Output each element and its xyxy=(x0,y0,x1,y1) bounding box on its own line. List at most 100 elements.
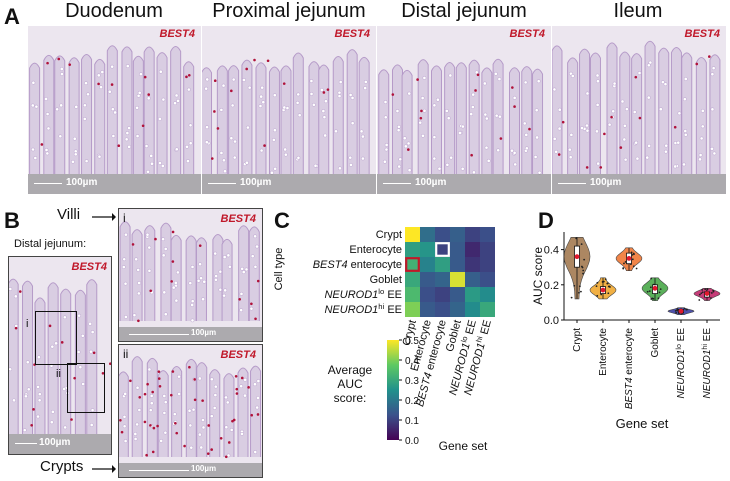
best4-positive-cell xyxy=(245,67,248,71)
colorbar-tick-label: 0.5 xyxy=(405,336,419,347)
goblet-cell xyxy=(361,156,365,161)
villus xyxy=(481,67,493,174)
data-point xyxy=(570,296,573,299)
median-marker xyxy=(626,256,632,261)
heatmap-cell xyxy=(435,302,450,317)
heatmap-cell xyxy=(420,272,435,287)
villus xyxy=(121,46,133,174)
heatmap-cell xyxy=(465,272,480,287)
goblet-cell xyxy=(309,91,314,96)
goblet-cell xyxy=(219,151,224,155)
goblet-cell xyxy=(188,141,193,146)
data-point xyxy=(698,293,701,296)
goblet-cell xyxy=(557,126,562,131)
x-tick-label: Crypt xyxy=(572,328,583,352)
tissue-texture xyxy=(9,278,111,434)
best4-positive-cell xyxy=(151,390,155,394)
goblet-cell xyxy=(634,140,638,145)
goblet-cell xyxy=(348,93,353,97)
goblet-cell xyxy=(247,85,252,90)
best4-positive-cell xyxy=(97,82,100,86)
goblet-cell xyxy=(76,350,81,354)
villus xyxy=(430,65,442,174)
goblet-cell xyxy=(437,166,442,171)
best4-positive-cell xyxy=(171,260,175,263)
goblet-cell xyxy=(63,425,68,430)
goblet-cell xyxy=(448,73,453,78)
goblet-cell xyxy=(524,146,529,151)
goblet-cell xyxy=(209,414,214,419)
goblet-cell xyxy=(45,112,50,116)
y-axis-title: Cell type xyxy=(273,248,285,291)
histology-image-proximal-jejunum: BEST4 100µm xyxy=(202,26,376,194)
goblet-cell xyxy=(82,117,87,121)
goblet-cell xyxy=(449,155,454,160)
best4-positive-cell xyxy=(152,426,156,430)
data-point xyxy=(578,291,580,294)
goblet-cell xyxy=(223,288,228,293)
best4-positive-cell xyxy=(219,436,223,440)
heatmap-cell xyxy=(480,272,495,287)
villus xyxy=(223,373,235,457)
goblet-cell xyxy=(60,72,64,76)
best4-positive-cell xyxy=(673,125,677,129)
goblet-cell xyxy=(712,151,717,156)
goblet-cell xyxy=(233,139,237,144)
best4-positive-cell xyxy=(110,83,114,86)
best4-positive-cell xyxy=(30,423,33,427)
data-point xyxy=(596,294,599,297)
goblet-cell xyxy=(191,407,196,412)
goblet-cell xyxy=(446,116,451,121)
goblet-cell xyxy=(396,128,401,133)
data-point xyxy=(582,269,585,272)
goblet-cell xyxy=(205,77,210,82)
goblet-cell xyxy=(74,104,79,109)
goblet-cell xyxy=(137,408,142,412)
data-point xyxy=(622,267,625,269)
villus xyxy=(170,45,182,174)
goblet-cell xyxy=(161,97,166,102)
goblet-cell xyxy=(204,86,209,91)
colorbar-title: AUC xyxy=(337,377,363,391)
villus xyxy=(202,67,213,174)
goblet-cell xyxy=(127,144,132,149)
goblet-cell xyxy=(407,168,412,173)
heatmap-cell xyxy=(420,227,435,242)
goblet-cell xyxy=(177,392,182,396)
goblet-cell xyxy=(663,149,668,154)
scale-bar: 100µm xyxy=(202,174,376,194)
goblet-cell xyxy=(54,341,58,346)
goblet-cell xyxy=(84,81,88,86)
goblet-cell xyxy=(149,153,154,158)
goblet-cell xyxy=(77,313,82,318)
goblet-cell xyxy=(660,80,665,85)
goblet-cell xyxy=(158,161,162,165)
best4-positive-cell xyxy=(634,75,638,79)
best4-positive-cell xyxy=(193,398,197,402)
data-point xyxy=(578,285,581,288)
best4-positive-cell xyxy=(60,341,64,344)
goblet-cell xyxy=(260,85,265,90)
goblet-cell xyxy=(190,318,195,323)
best4-positive-cell xyxy=(193,378,196,381)
heatmap-highlight-box xyxy=(405,257,420,272)
goblet-cell xyxy=(321,109,326,113)
heatmap-cell xyxy=(420,257,435,272)
goblet-cell xyxy=(239,291,244,296)
villus xyxy=(228,65,240,174)
goblet-cell xyxy=(486,158,491,163)
best4-positive-cell xyxy=(476,73,480,77)
best4-positive-cell xyxy=(235,387,239,391)
villus xyxy=(86,279,98,434)
heatmap-cell xyxy=(450,287,465,302)
data-point xyxy=(631,258,634,261)
data-point xyxy=(650,277,653,280)
best4-positive-cell xyxy=(474,89,477,92)
goblet-cell xyxy=(223,169,227,174)
goblet-cell xyxy=(9,287,13,291)
scale-bar: 100µm xyxy=(9,434,111,454)
scale-bar: 100µm xyxy=(119,463,262,477)
y-tick-label: 0.2 xyxy=(544,280,559,292)
goblet-cell xyxy=(395,109,400,113)
goblet-cell xyxy=(89,349,93,354)
